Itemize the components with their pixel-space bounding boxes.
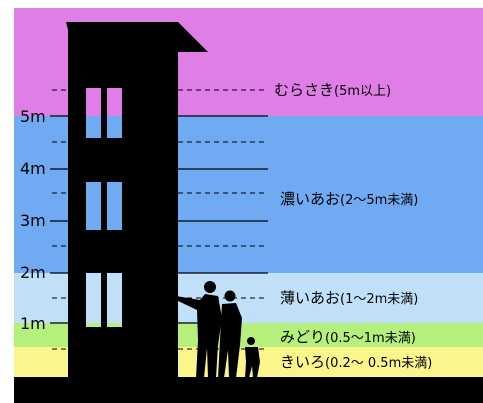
zone-range: (5m以上): [334, 84, 392, 99]
zone-name: むらさき: [274, 81, 335, 99]
zone-label-purple: むらさき(5m以上): [274, 81, 391, 101]
zone-name: 濃いあお: [280, 190, 341, 208]
zone-name: きいろ: [280, 353, 326, 371]
zone-name: みどり: [280, 328, 326, 346]
zone-range: (2〜5m未満): [340, 193, 419, 208]
zone-label-green: みどり(0.5〜1m未満): [280, 328, 416, 348]
zone-label-light-blue: 薄いあお(1〜2m未満): [280, 289, 418, 309]
child-silhouette-icon: [245, 337, 260, 378]
zone-label-yellow: きいろ(0.2〜 0.5m未満): [280, 353, 432, 373]
adult-silhouette-icon: [176, 281, 242, 378]
tick-label-1m: 1m: [20, 314, 46, 333]
building-silhouette-icon: [66, 22, 208, 378]
zone-name: 薄いあお: [280, 289, 341, 307]
tick-label-2m: 2m: [20, 263, 46, 282]
tick-label-5m: 5m: [20, 107, 46, 126]
zone-range: (0.5〜1m未満): [325, 331, 416, 346]
tick-label-3m: 3m: [20, 211, 46, 230]
tick-label-4m: 4m: [20, 159, 46, 178]
building-windows: [86, 88, 122, 327]
zone-range: (0.2〜 0.5m未満): [325, 356, 433, 371]
ground: [14, 377, 483, 403]
zone-range: (1〜2m未満): [340, 292, 419, 307]
zone-label-dark-blue: 濃いあお(2〜5m未満): [280, 190, 418, 210]
